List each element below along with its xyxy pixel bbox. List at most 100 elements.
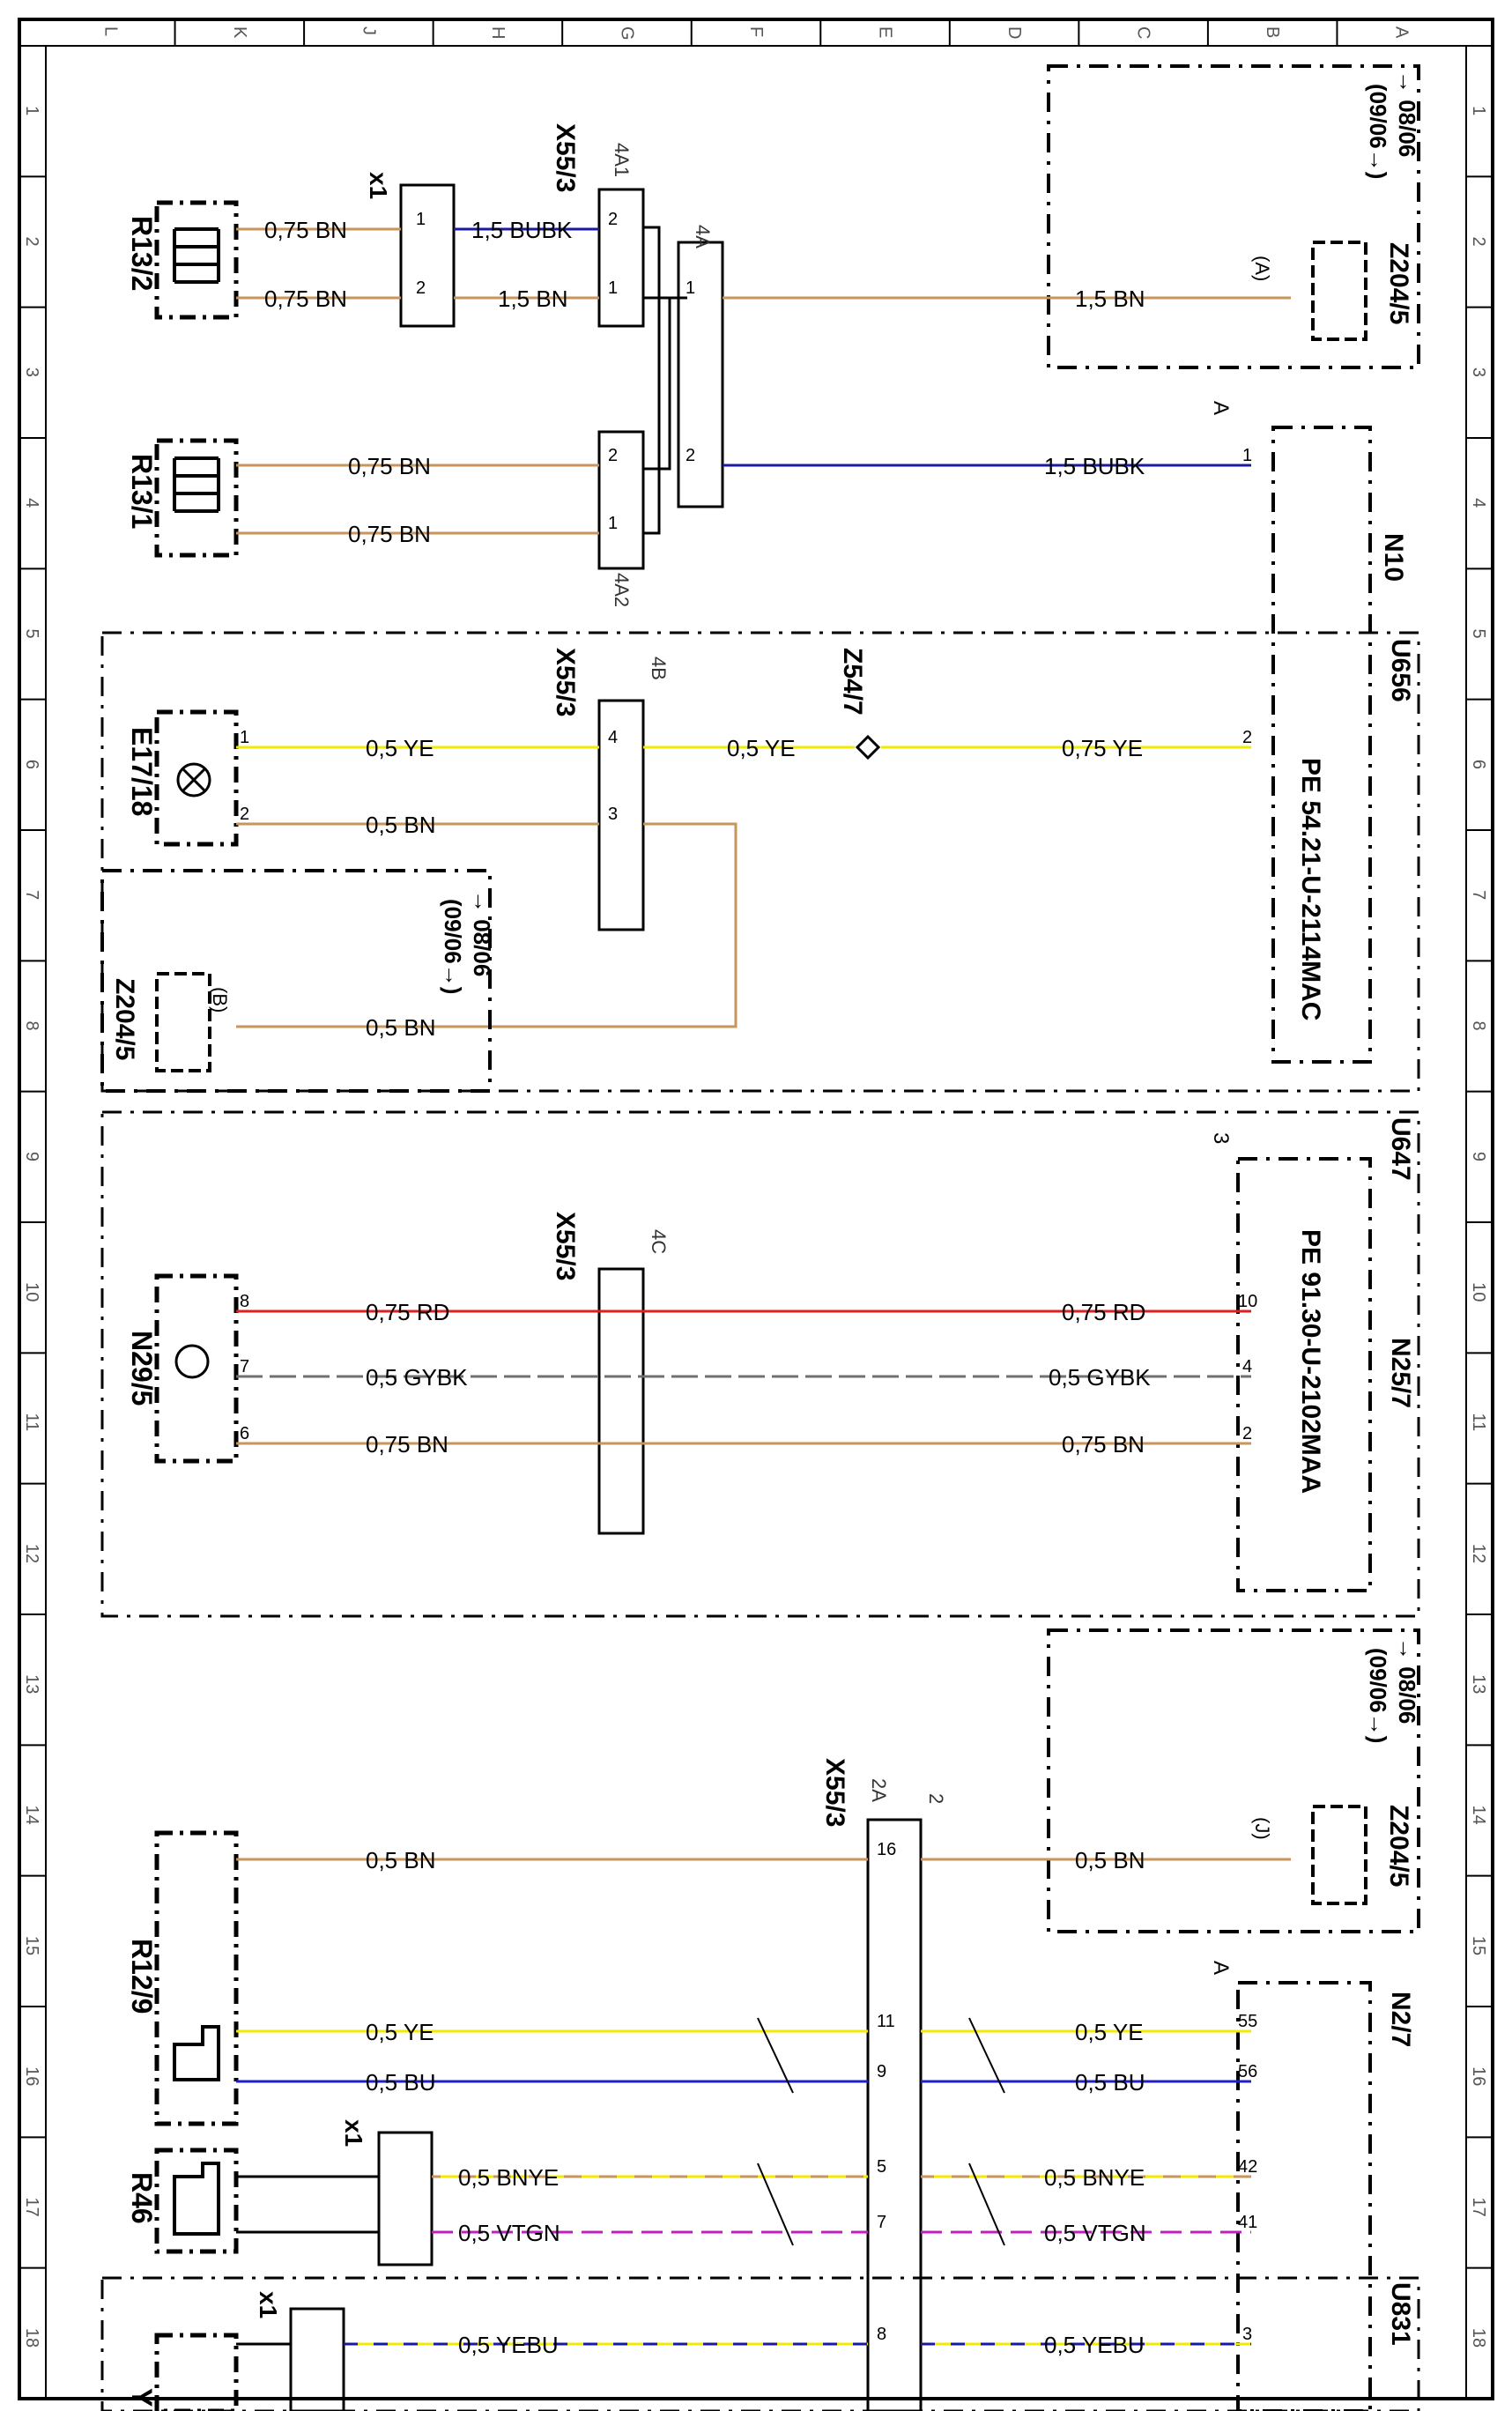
validity-note-b: (09/06→) [1365, 84, 1391, 179]
wire-label-075bn-4: 0,75 BN [348, 521, 431, 547]
n25-7-label: N25/7 [1386, 1338, 1415, 1408]
u656-box [100, 631, 1420, 1093]
grid-row-label-left: 10 [22, 1282, 41, 1302]
wire-label-15bn-2: 1,5 BN [1075, 286, 1145, 312]
e17-18-label: E17/18 [126, 727, 158, 816]
variant-b: (B) [209, 987, 231, 1013]
grid-column-label: B [1263, 26, 1282, 38]
pin-label: 1 [416, 210, 426, 229]
r13-1-label: R13/1 [126, 454, 158, 529]
grid-row-label-right: 17 [1469, 2198, 1488, 2217]
grid-row-label-left: 5 [22, 629, 41, 639]
z204-5-mid-symbol [155, 972, 211, 1072]
grid-row-label-right: 8 [1469, 1021, 1488, 1031]
x1-label-u831: x1 [255, 2291, 282, 2318]
pin-label: 2 [1242, 728, 1252, 747]
x1-label-bottom: x1 [340, 2119, 367, 2147]
bridge-4a [643, 226, 687, 535]
pin-label: 9 [877, 2062, 886, 2081]
grid-row-label-left: 16 [22, 2066, 41, 2086]
r13-2-heater: R13/2 [126, 200, 239, 320]
wire-label-075rd-1: 0,75 RD [366, 1299, 449, 1325]
grid-column-label: D [1004, 26, 1024, 39]
grid-column-label: L [100, 26, 120, 36]
pin-label: 55 [1238, 2012, 1257, 2031]
grid-row-label-left: 7 [22, 890, 41, 900]
grid-row-label-left: 4 [22, 498, 41, 508]
wire-label-05bn-1: 0,5 BN [366, 812, 436, 838]
grid-row-label-left: 3 [22, 367, 41, 377]
wire-label-075rd-2: 0,75 RD [1062, 1299, 1145, 1325]
grid-column-label: A [1392, 26, 1412, 39]
pin-label: 42 [1238, 2157, 1257, 2177]
x55-3-label-2: X55/3 [551, 648, 580, 716]
wire-label-05ye-2: 0,5 YE [727, 735, 796, 761]
u647-label: U647 [1386, 1117, 1415, 1181]
x55-3-connector-4b [597, 699, 645, 931]
x55-3-connector-4c [597, 1267, 645, 1535]
x55-3-connector-4a2 [597, 430, 645, 570]
wire-label-075bn-3: 0,75 BN [348, 453, 431, 479]
wire-label-05bu-2: 0,5 BU [1075, 2069, 1145, 2096]
pin-label: 1 [686, 278, 695, 298]
wire-label-05bn-2: 0,5 BN [366, 1014, 436, 1041]
grid-column-label: K [230, 26, 249, 39]
validity-box-z204-bottom [1047, 1628, 1420, 1933]
wire-label-05gybk-2: 0,5 GYBK [1049, 1364, 1151, 1391]
wire-group-n29 [236, 1309, 1251, 1445]
pin-label: 2 [608, 210, 618, 229]
wire-label-05vtgn-2: 0,5 VTGN [1044, 2220, 1146, 2246]
x55-3-label-1: X55/3 [551, 123, 580, 192]
connector-id-2a: 2A [868, 1778, 890, 1802]
wire-label-05ye-3: 0,5 YE [366, 2019, 434, 2045]
wire-label-075bn-6: 0,75 BN [1062, 1431, 1145, 1458]
e17-18-lamp: E17/18 [126, 709, 239, 847]
grid-row-label-right: 1 [1469, 106, 1488, 115]
pin-label: 11 [877, 2012, 895, 2031]
connector-id-4a1: 4A1 [611, 143, 633, 177]
u647-part-number: PE 91.30-U-2102MAA [1296, 1229, 1325, 1494]
pin-label: 1 [608, 514, 618, 533]
validity-note-b-bottom: (09/06→) [1365, 1648, 1391, 1743]
wire-label-075ye: 0,75 YE [1062, 735, 1143, 761]
wire-label-075bn-5: 0,75 BN [366, 1431, 448, 1458]
grid-row-label-right: 10 [1469, 1282, 1488, 1302]
grid-row-label-left: 1 [22, 106, 41, 115]
r46-resistor: R46 [126, 2148, 239, 2254]
grid-row-label-left: 17 [22, 2198, 41, 2217]
connector-id-4b: 4B [648, 657, 670, 680]
pin-label: 4 [1242, 1357, 1252, 1376]
grid-row-label-left: 14 [22, 1806, 41, 1825]
wire-label-075bn-1: 0,75 BN [264, 217, 347, 243]
wire-label-05vtgn-1: 0,5 VTGN [458, 2220, 560, 2246]
n10-box [1271, 426, 1372, 1064]
u656-label: U656 [1386, 639, 1415, 702]
pin-label: 1 [240, 728, 249, 747]
twist-marker-1 [757, 2017, 1005, 2246]
variant-j: (J) [1251, 1817, 1273, 1840]
wire-label-05gybk-1: 0,5 GYBK [366, 1364, 468, 1391]
grid-row-label-right: 7 [1469, 890, 1488, 900]
sheet-border [18, 18, 1494, 2400]
y-component-box [154, 2333, 239, 2411]
z204-5-label-mid: Z204/5 [110, 978, 139, 1060]
pin-label: 16 [877, 1840, 896, 1859]
grid-column-label: E [876, 26, 895, 38]
grid-row-label-left: 11 [22, 1413, 41, 1432]
pin-label: 3 [608, 805, 618, 824]
validity-box-z204-mid [100, 869, 492, 1093]
grid-row-label-right: 6 [1469, 760, 1488, 769]
grid-row-label-left: 12 [22, 1544, 41, 1563]
z204-5-label-top: Z204/5 [1384, 242, 1413, 324]
u831-box [100, 2276, 1420, 2411]
pin-label: 7 [877, 2213, 886, 2232]
pin-label: 6 [240, 1424, 249, 1443]
pin-label: 56 [1238, 2062, 1257, 2081]
grid-row-label-left: 18 [22, 2328, 41, 2348]
pin-label: 4 [608, 728, 618, 747]
wire-label-15bubk-1: 1,5 BUBK [471, 217, 573, 243]
pin-label: 2 [416, 278, 426, 298]
pin-label: 10 [1238, 1292, 1257, 1311]
